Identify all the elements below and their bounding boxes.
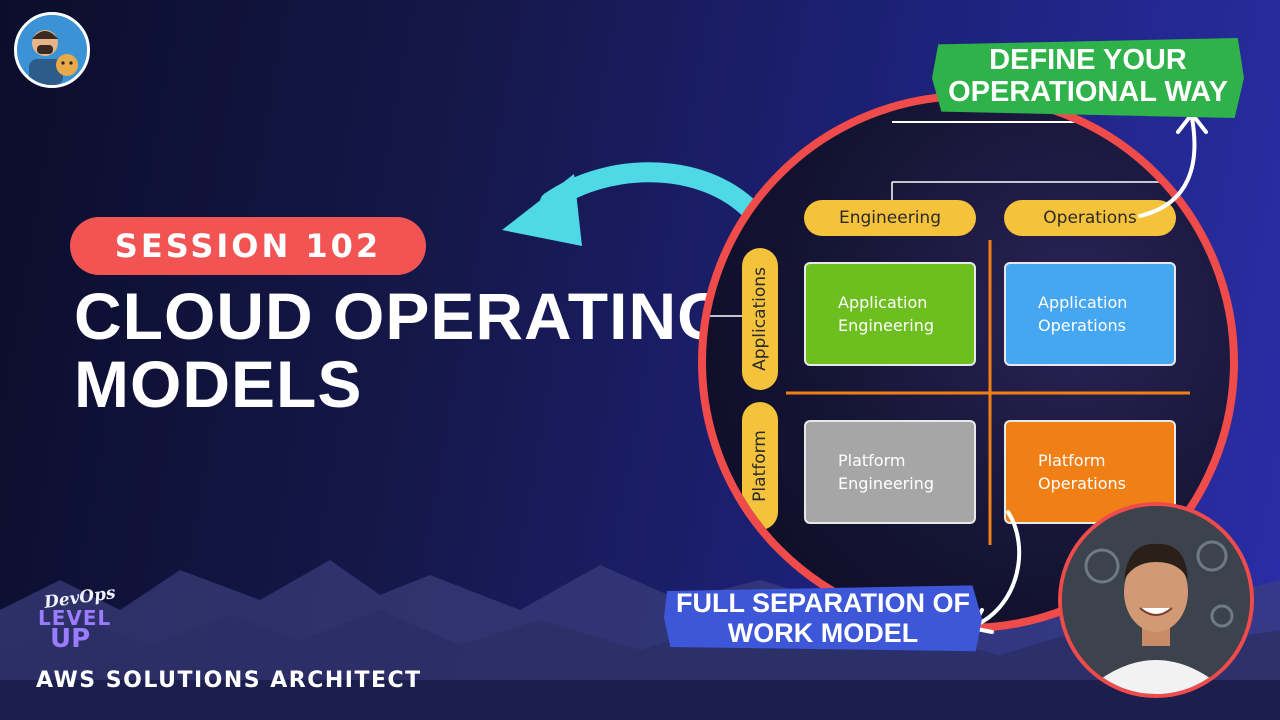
pointer-arrow-up-icon — [1138, 112, 1208, 218]
callout-bottom-background — [664, 585, 982, 652]
callout-full-separation: FULL SEPARATION OF WORK MODEL — [676, 588, 970, 648]
curved-arrow-icon — [502, 162, 768, 246]
cell-label: Platform Engineering — [838, 451, 934, 493]
row-header-platform: Platform — [742, 402, 778, 530]
session-label: SESSION 102 — [114, 227, 382, 265]
presenter-photo-icon — [1062, 506, 1250, 694]
row-header-platform-label: Platform — [750, 430, 771, 502]
presenter-avatar — [1058, 502, 1254, 698]
logo-line-3: UP — [50, 624, 91, 654]
column-header-operations: Operations — [1004, 200, 1176, 236]
diagram-connector-lines — [706, 121, 1230, 545]
title-line-1: CLOUD OPERATING — [74, 279, 730, 353]
devops-level-up-logo: DevOps LEVEL UP — [36, 583, 146, 658]
logo-line-2: LEVEL — [38, 606, 112, 630]
cell-platform-engineering: Platform Engineering — [804, 420, 976, 524]
row-header-applications-label: Applications — [750, 267, 770, 371]
cell-label: Application Engineering — [838, 293, 934, 335]
cell-application-engineering: Application Engineering — [804, 262, 976, 366]
cell-label: Application Operations — [1038, 293, 1128, 335]
session-badge: SESSION 102 — [70, 217, 426, 275]
page-title: CLOUD OPERATING MODELS — [74, 279, 730, 421]
course-label: AWS SOLUTIONS ARCHITECT — [36, 668, 422, 693]
cell-application-operations: Application Operations — [1004, 262, 1176, 366]
title-line-2: MODELS — [74, 347, 363, 421]
row-header-applications: Applications — [742, 248, 778, 390]
cartoon-avatar-icon — [17, 15, 87, 85]
channel-avatar — [14, 12, 90, 88]
column-header-engineering: Engineering — [804, 200, 976, 236]
cell-label: Platform Operations — [1038, 451, 1126, 493]
callout-define-operational-way: DEFINE YOUR OPERATIONAL WAY — [948, 44, 1228, 108]
callout-top-background — [932, 38, 1244, 118]
